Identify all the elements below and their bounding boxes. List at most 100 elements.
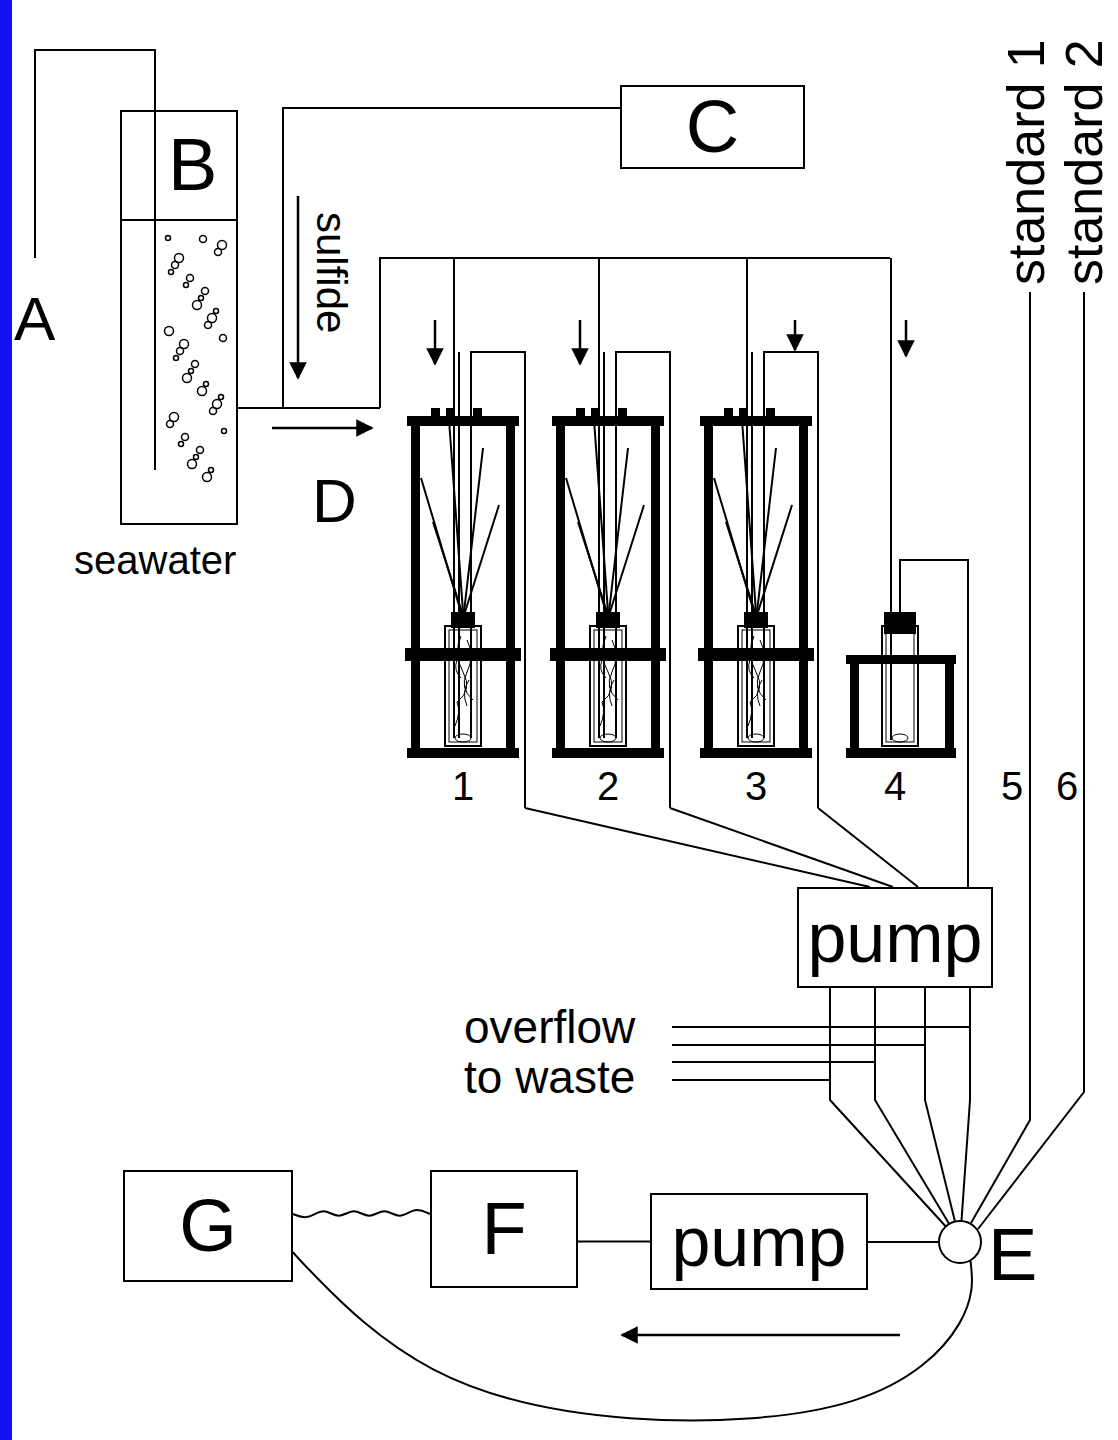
gas-bubbles <box>187 275 194 282</box>
gas-bubbles <box>210 408 217 415</box>
callout-number: 3 <box>745 766 767 806</box>
gas-bubbles <box>179 442 184 447</box>
tube-connector <box>578 1241 650 1243</box>
tube-connector <box>868 1241 939 1243</box>
tube-connector <box>293 1252 972 1420</box>
part-letter: A <box>14 288 55 350</box>
valve-symbol <box>938 1210 986 1274</box>
gas-bubbles <box>193 301 202 310</box>
node-label: G <box>179 1189 237 1263</box>
flow-arrow <box>297 196 300 378</box>
gas-bubbles <box>215 249 222 256</box>
standard-label: standard 1 <box>1000 39 1052 285</box>
valve-circle: E <box>938 1210 1057 1302</box>
gas-bubbles <box>189 369 194 374</box>
flow-arrow <box>272 427 372 430</box>
pump-box: pump <box>797 887 993 988</box>
blank-chamber <box>850 655 859 755</box>
gas-bubbles <box>177 348 184 355</box>
recorder-box: G <box>123 1170 293 1282</box>
gas-bubbles <box>167 421 174 428</box>
callout-number: 4 <box>884 766 906 806</box>
callout-number: 1 <box>452 766 474 806</box>
blank-chamber <box>882 626 918 746</box>
gas-bubbles <box>169 270 174 275</box>
side-bar <box>0 0 12 1440</box>
tube-connector <box>961 988 970 1221</box>
gas-bubbles <box>166 236 171 241</box>
standard-line <box>978 292 1084 1229</box>
outlet-line <box>525 808 918 887</box>
gas-bubbles <box>183 374 192 383</box>
flow-arrow <box>622 1334 900 1337</box>
flow-arrow <box>794 320 797 350</box>
flow-label: sulfide <box>310 212 352 333</box>
gas-bubbles <box>182 434 189 441</box>
gas-bubbles <box>198 387 207 396</box>
tube-connector <box>875 988 949 1224</box>
node-label: F <box>481 1192 526 1266</box>
gas-bubbles <box>209 468 214 473</box>
chamber <box>550 258 670 808</box>
reservoir-box: B <box>120 110 238 525</box>
tubing <box>35 50 1084 1229</box>
callout-number: 6 <box>1056 766 1078 806</box>
gas-bubbles <box>174 356 179 361</box>
callout-number: 2 <box>597 766 619 806</box>
node-label: E <box>988 1218 1037 1292</box>
tube-connector <box>925 988 955 1222</box>
chamber <box>698 258 818 808</box>
gas-bubbles <box>204 382 209 387</box>
gas-bubbles <box>202 288 209 295</box>
part-label: seawater <box>74 540 236 580</box>
part-letter: D <box>312 470 357 532</box>
overflow-label: to waste <box>464 1054 635 1100</box>
node-label: pump <box>807 903 982 973</box>
blank-chamber <box>846 655 956 664</box>
gas-bubbles <box>220 335 227 342</box>
flow-arrow <box>434 320 437 364</box>
gas-bubbles <box>197 447 204 454</box>
valve-symbol <box>939 1221 981 1263</box>
node-label: C <box>686 90 739 164</box>
gas-bubbles <box>165 327 174 336</box>
gas-bubbles <box>205 322 212 329</box>
gas-bubbles <box>219 395 224 400</box>
gas-bubbles <box>194 455 199 460</box>
flow-arrow <box>272 196 906 1335</box>
blank-chamber <box>900 560 968 887</box>
standard-line <box>971 292 1030 1223</box>
blank-chamber <box>884 612 916 634</box>
source-box: C <box>620 85 805 169</box>
gas-bubbles <box>203 473 212 482</box>
tube-connector <box>293 1210 430 1217</box>
blank-chamber <box>886 630 914 742</box>
gas-bubbles <box>199 296 204 301</box>
blank-chamber <box>945 655 954 755</box>
gas-bubbles <box>192 361 199 368</box>
gas-bubbles <box>165 236 227 482</box>
gas-bubbles <box>200 236 207 243</box>
gas-bubbles <box>214 309 219 314</box>
chamber <box>405 258 525 808</box>
standard-label: standard 2 <box>1058 39 1110 285</box>
blank-chamber <box>890 258 892 740</box>
gas-bubbles <box>222 429 227 434</box>
blank-chamber <box>846 748 956 758</box>
gas-line <box>35 50 155 470</box>
distribution-line <box>380 258 890 408</box>
flow-arrow <box>579 320 582 364</box>
flow-arrow <box>905 320 908 356</box>
blank-chamber <box>846 258 968 887</box>
node-label: B <box>168 128 217 202</box>
gas-bubbles <box>172 262 179 269</box>
detector-box: F <box>430 1170 578 1288</box>
callout-number: 5 <box>1001 766 1023 806</box>
blank-chamber <box>892 734 908 742</box>
pump-box: pump <box>650 1193 868 1290</box>
node-label: pump <box>671 1207 846 1277</box>
overflow-label: overflow <box>464 1004 635 1050</box>
seawater-outlet <box>238 407 380 409</box>
